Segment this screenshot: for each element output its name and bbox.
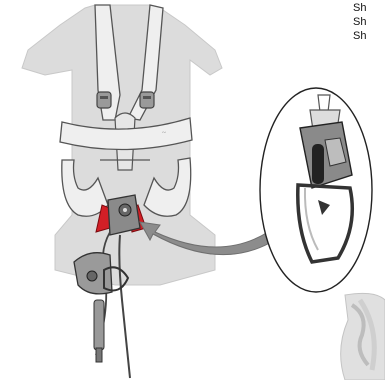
label-line-2: Sh (353, 15, 385, 29)
descender-device-icon (108, 195, 140, 235)
chest-buckle-left (97, 92, 111, 108)
brand-script-mark: ~ (162, 129, 166, 137)
text-labels: Sh Sh Sh (353, 1, 385, 43)
lower-device-icon (74, 253, 112, 294)
label-line-1: Sh (353, 1, 385, 15)
chest-buckle-right (140, 92, 154, 108)
label-line-3: Sh (353, 29, 385, 43)
secondary-harness-graphic (341, 293, 385, 380)
